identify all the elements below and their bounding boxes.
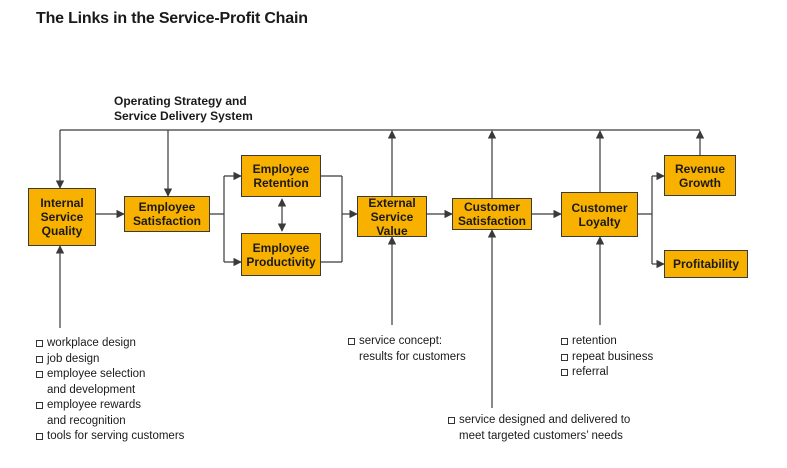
box-label-line: Employee — [138, 200, 196, 214]
box-label-line: Customer — [571, 200, 628, 215]
box-label-line: Productivity — [246, 254, 316, 269]
operating-label-line-1: Operating Strategy and — [114, 94, 247, 108]
box-external-service-value: External Service Value — [357, 195, 427, 238]
note-item: referral — [561, 365, 653, 381]
note-item: employee selection and development — [36, 367, 184, 398]
note-line: service concept: — [359, 335, 443, 347]
box-label-line: Satisfaction — [132, 214, 201, 228]
box-label-line: Satisfaction — [457, 214, 526, 228]
note-item: service designed and delivered to meet t… — [448, 413, 630, 444]
box-label-line: Employee — [252, 240, 310, 255]
note-item: retention — [561, 334, 653, 350]
note-line: employee rewards — [47, 399, 141, 411]
box-revenue-growth: Revenue Growth — [664, 155, 736, 196]
box-employee-satisfaction: Employee Satisfaction — [124, 196, 210, 232]
note-item: repeat business — [561, 350, 653, 366]
box-label-line: Service — [40, 210, 84, 224]
box-label-line: Profitability — [672, 257, 739, 271]
operating-strategy-label: Operating Strategy and Service Delivery … — [114, 94, 253, 124]
box-label-line: Loyalty — [578, 214, 621, 229]
note-line: employee selection — [47, 368, 146, 380]
box-internal-service-quality: Internal Service Quality — [28, 188, 96, 246]
note-line: repeat business — [572, 350, 654, 363]
note-item: employee rewards and recognition — [36, 398, 184, 429]
box-employee-productivity: Employee Productivity — [241, 233, 321, 276]
box-customer-loyalty: Customer Loyalty — [561, 192, 638, 237]
box-label-line: Growth — [679, 175, 721, 190]
note-line: workplace design — [47, 337, 136, 349]
box-label-line: Employee — [252, 162, 310, 176]
note-line: job design — [47, 352, 100, 365]
notes-customer-loyalty: retention repeat business referral — [561, 334, 653, 381]
box-customer-satisfaction: Customer Satisfaction — [452, 198, 532, 230]
notes-external-value: service concept: results for customers — [348, 334, 466, 365]
box-label-line: External — [368, 195, 416, 210]
notes-customer-satisfaction: service designed and delivered to meet t… — [448, 413, 630, 444]
note-line: results for customers — [359, 350, 466, 363]
box-label-line: Value — [376, 223, 408, 238]
note-item: tools for serving customers — [36, 429, 184, 445]
merge-to-external — [321, 175, 343, 263]
note-line: retention — [572, 335, 617, 347]
box-label-line: Quality — [41, 224, 83, 238]
box-employee-retention: Employee Retention — [241, 155, 321, 197]
note-item: workplace design — [36, 336, 184, 352]
branch-satisfaction — [210, 176, 225, 262]
note-line: service designed and delivered to — [459, 414, 631, 426]
note-line: meet targeted customers’ needs — [459, 429, 623, 442]
box-label-line: Service — [370, 209, 414, 224]
note-line: referral — [572, 366, 609, 378]
note-item: job design — [36, 352, 184, 368]
notes-internal-quality: workplace design job design employee sel… — [36, 336, 184, 445]
box-profitability: Profitability — [664, 250, 748, 278]
diagram-title: The Links in the Service-Profit Chain — [36, 10, 308, 27]
box-label-line: Revenue — [674, 161, 726, 176]
box-label-line: Retention — [253, 176, 309, 190]
note-item: service concept: results for customers — [348, 334, 466, 365]
box-label-line: Internal — [40, 196, 84, 210]
operating-label-line-2: Service Delivery System — [114, 109, 253, 123]
box-label-line: Customer — [463, 200, 520, 214]
note-line: and development — [47, 383, 136, 396]
note-line: and recognition — [47, 414, 126, 427]
branch-loyalty — [638, 176, 653, 264]
note-line: tools for serving customers — [47, 430, 185, 442]
